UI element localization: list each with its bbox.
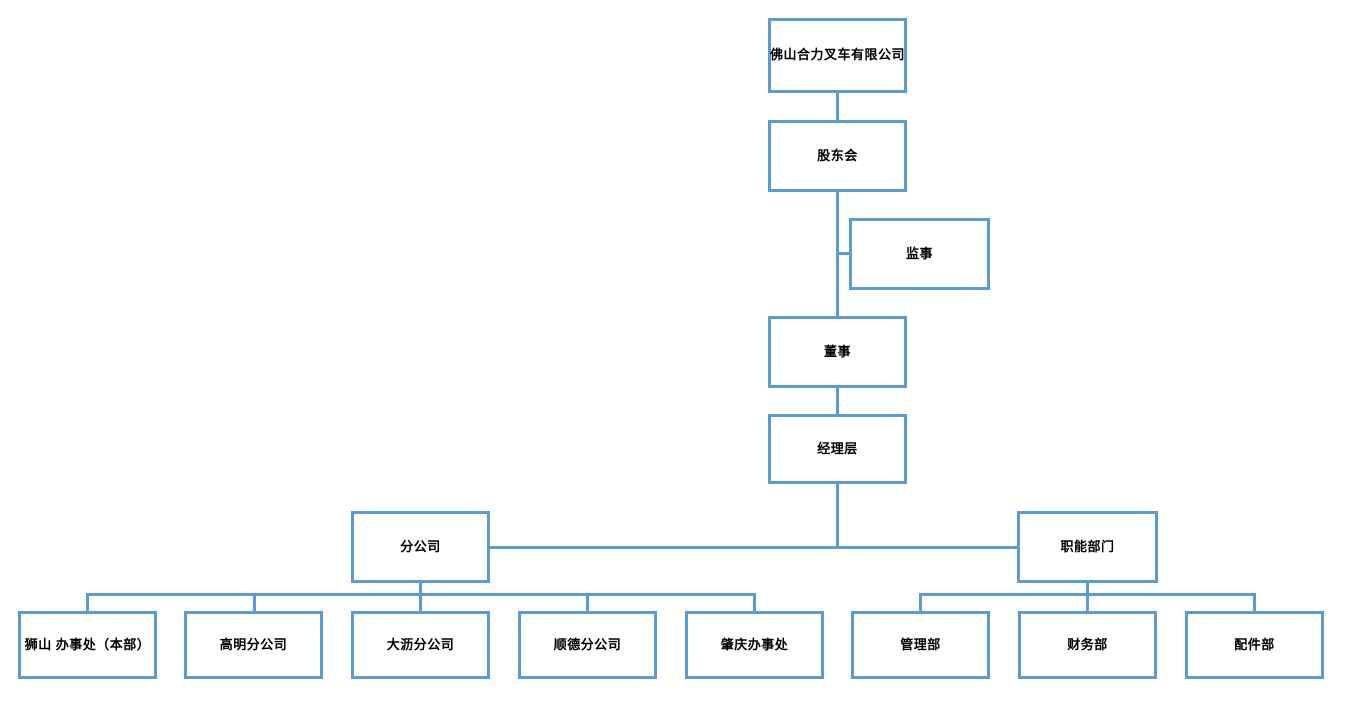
node-dali-branch[interactable]: 大沥分公司: [351, 611, 490, 679]
connector-departments-down: [1086, 583, 1089, 595]
node-shunde-branch[interactable]: 顺德分公司: [518, 611, 657, 679]
node-departments[interactable]: 职能部门: [1017, 511, 1158, 583]
connector-branches-down: [419, 583, 422, 595]
node-dali-branch-label: 大沥分公司: [386, 636, 455, 652]
connector-branch-drop-zhaoqing: [753, 593, 756, 612]
node-supervisor[interactable]: 监事: [849, 218, 990, 290]
node-director-label: 董事: [823, 343, 851, 359]
node-parts-department-label: 配件部: [1234, 636, 1275, 652]
connector-branch-drop-dali: [419, 593, 422, 612]
node-company[interactable]: 佛山合力叉车有限公司: [768, 18, 907, 93]
node-management[interactable]: 经理层: [768, 414, 907, 484]
connector-director-to-management: [836, 388, 839, 414]
connector-branch-drop-shishan: [86, 593, 89, 612]
node-branches[interactable]: 分公司: [351, 511, 490, 583]
node-admin-department-label: 管理部: [900, 636, 941, 652]
connector-company-to-shareholders: [836, 93, 839, 120]
node-gaoming-branch[interactable]: 高明分公司: [184, 611, 323, 679]
connector-level5-bus: [490, 546, 1017, 549]
connector-dept-drop-admin: [919, 593, 922, 612]
node-branches-label: 分公司: [400, 538, 441, 554]
node-shareholders[interactable]: 股东会: [768, 120, 907, 192]
node-supervisor-label: 监事: [905, 245, 933, 261]
node-shareholders-label: 股东会: [817, 147, 858, 163]
node-shishan-office-label: 狮山 办事处（本部）: [24, 636, 151, 652]
connector-branch-drop-gaoming: [253, 593, 256, 612]
connector-branch-drop-shunde: [586, 593, 589, 612]
node-admin-department[interactable]: 管理部: [851, 611, 990, 679]
node-departments-label: 职能部门: [1060, 538, 1115, 554]
node-zhaoqing-office[interactable]: 肇庆办事处: [685, 611, 824, 679]
node-zhaoqing-office-label: 肇庆办事处: [720, 636, 789, 652]
node-shunde-branch-label: 顺德分公司: [553, 636, 622, 652]
node-parts-department[interactable]: 配件部: [1185, 611, 1324, 679]
node-finance-department[interactable]: 财务部: [1018, 611, 1157, 679]
node-shishan-office[interactable]: 狮山 办事处（本部）: [18, 611, 157, 679]
node-management-label: 经理层: [817, 440, 858, 456]
connector-dept-drop-parts: [1253, 593, 1256, 612]
node-gaoming-branch-label: 高明分公司: [219, 636, 288, 652]
connector-dept-drop-finance: [1086, 593, 1089, 612]
node-director[interactable]: 董事: [768, 316, 907, 388]
connector-trunk-to-supervisor: [836, 252, 852, 255]
node-company-label: 佛山合力叉车有限公司: [770, 47, 906, 63]
node-finance-department-label: 财务部: [1067, 636, 1108, 652]
connector-management-down: [836, 484, 839, 547]
